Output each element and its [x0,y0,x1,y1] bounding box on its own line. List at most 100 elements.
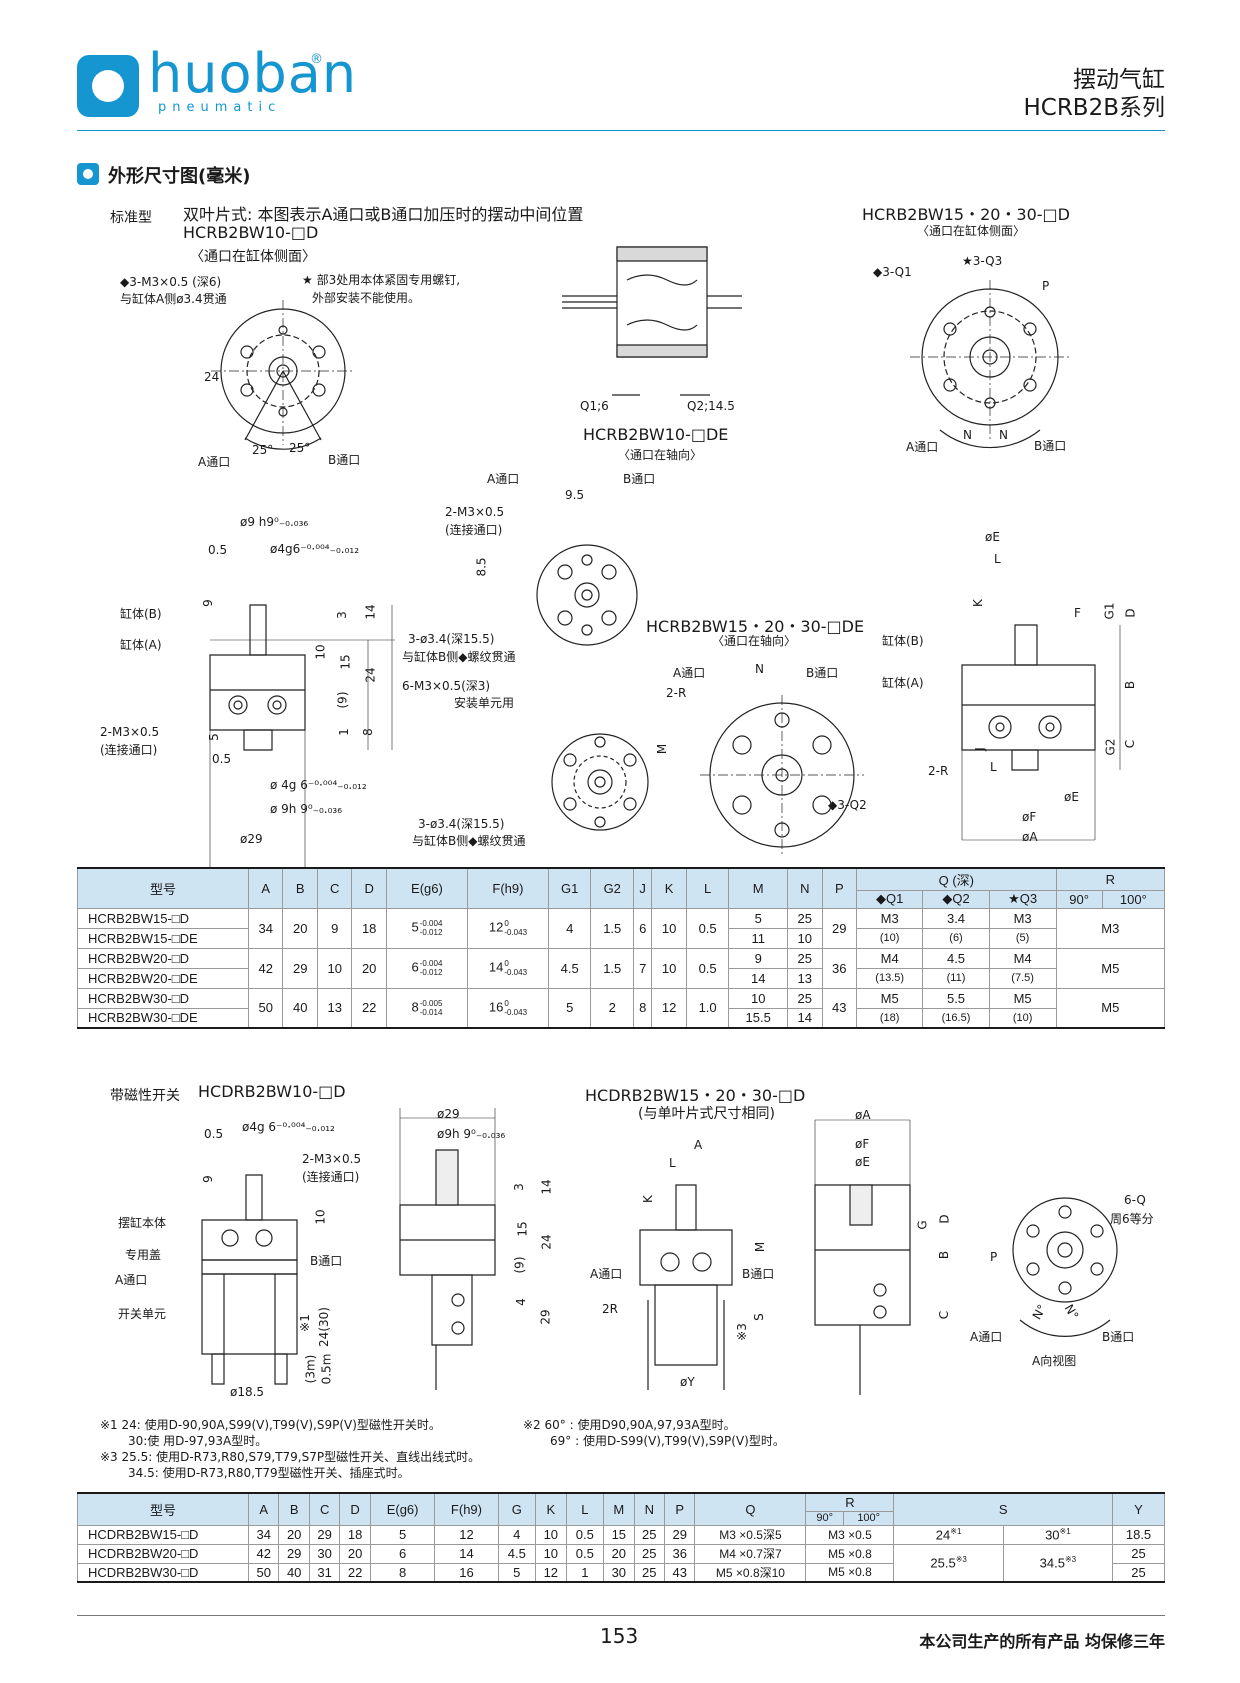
table-cell: M4 [988,947,1057,969]
col-header: S [893,1492,1114,1526]
col-subheader: 90° [805,1510,844,1526]
e-g6-cell: 8-0.005-0.014 [385,987,468,1029]
table-cell: (5) [988,927,1057,949]
table-cell: 12 [535,1562,567,1583]
model-cell: HCRB2BW15-□DE [77,927,249,949]
label-phiE-bottom: øE [1064,790,1079,804]
table-cell: 5 [547,987,592,1029]
s-cell: 34.5※3 [1002,1543,1114,1583]
col-header: F(h9) [466,867,549,909]
port-b-label-2: B通口 [1034,439,1067,453]
col-header: R [1055,867,1166,891]
table-cell: 25 [1112,1562,1165,1583]
cylinder-b-label-2: 缸体(B) [882,634,924,648]
table-cell: 31 [308,1562,341,1583]
logo-mark [77,55,139,117]
col-header: R [805,1492,895,1512]
col-header: C [308,1492,341,1526]
dim-phi9: ø9 h9⁰₋₀.₀₃₆ [240,515,309,529]
label-3phi34-sub: 与缸体B侧◆螺纹贯通 [402,650,516,664]
spec-table-standard: 型号 A B C D E(g6) F(h9) G1 G2 J K L M N P… [77,867,1166,1029]
label-phiE-top: øE [985,530,1000,544]
port-axial-note-2: 〈通口在轴向〉 [712,634,797,648]
tol-value: 16 [488,999,504,1015]
table-cell: 10 [535,1543,567,1564]
table-cell: 20 [351,947,387,989]
port-side-note-2: 〈通口在缸体侧面〉 [917,224,1026,238]
model-cell: HCRB2BW30-□D [77,987,249,1009]
table-cell: 29 [308,1524,341,1545]
label-conn: (连接通口) [100,743,158,757]
header-title-series: HCRB2B系列 [1023,95,1165,121]
col-header: C [316,867,353,909]
col-header: P [821,867,858,909]
note-2a: ※2 60° : 使用D90,90A,97,93A型时。 [523,1418,736,1432]
tolerance: -0.005-0.014 [419,998,443,1017]
table-cell: 25 [1112,1543,1165,1564]
warranty-text: 本公司生产的所有产品 均保修三年 [919,1632,1165,1651]
col-header: Q [694,1492,807,1526]
top-drawings-graphic [0,0,1240,860]
model-10-d: HCRB2BW10-□D [183,223,319,242]
label-2R: 2R [602,1302,618,1316]
table-cell: M5 [1055,987,1166,1029]
col-header: 型号 [77,867,249,909]
dim-05-mag: 0.5 [204,1127,224,1141]
table-cell: 8 [632,987,653,1029]
tol-value: 12 [488,919,504,935]
spec-table-magnetic: 型号 A B C D E(g6) F(h9) G K L M N P Q R S… [77,1492,1165,1583]
col-header: M [728,867,789,909]
table-cell: 25 [633,1562,666,1583]
tolerance: 0-0.043 [504,998,528,1017]
col-subheader: 100° [842,1510,895,1526]
table-cell: 14 [787,1007,823,1029]
label-F: F [1074,606,1081,620]
table-cell: M5 [1055,947,1166,989]
table-cell: 4.5 [497,1543,537,1564]
dim-05-bottom: 0.5 [212,752,232,766]
table-cell: 4 [497,1524,537,1545]
col-header: N [633,1492,666,1526]
table-cell: (16.5) [922,1007,990,1029]
label-L-top: L [994,552,1001,566]
col-header: J [632,867,653,909]
m3-note-sub: 与缸体A侧ø3.4贯通 [120,292,227,306]
note-1b: 30:使 用D-97,93A型时。 [128,1434,268,1448]
table-cell: 43 [821,987,858,1029]
model-cell: HCDRB2BW15-□D [77,1524,249,1545]
star-note: ★ 部3处用本体紧固专用螺钉, [302,273,461,287]
label-3q1: ◆3-Q1 [873,265,912,279]
model-15-d: HCRB2BW15・20・30-□D [862,205,1070,224]
col-header: E(g6) [385,867,468,909]
port-b-label-4: B通口 [806,666,839,680]
label-L-bottom: L [990,760,997,774]
label-n-left: N [963,428,972,442]
table-cell: M5 [988,987,1057,1009]
s-cell: 30※1 [1002,1524,1114,1545]
q2-label: Q2;14.5 [687,399,735,413]
label-phiY: øY [680,1375,695,1389]
port-a-label-1: A通口 [198,455,231,469]
e-g6-cell: 6-0.004-0.012 [385,947,468,989]
table-cell: 6 [369,1543,436,1564]
page-number: 153 [600,1624,639,1648]
bottom-drawings-graphic [0,0,1240,1420]
table-cell: 20 [339,1543,371,1564]
label-6m3: 6-M3×0.5(深3) [402,679,491,693]
table-cell: M5 ×0.8深10 [694,1562,807,1583]
label-n-right: N [999,428,1008,442]
table-cell: 22 [351,987,387,1029]
col-header: L [565,1492,605,1526]
label-A-arrow: A [694,1138,703,1152]
label-phiF: øF [1022,810,1037,824]
std-type-label: 标准型 [110,210,152,226]
table-cell: 30 [603,1562,635,1583]
table-cell: 7 [632,947,653,989]
table-cell: 1.0 [685,987,730,1029]
port-a-label-mag2: A通口 [590,1267,623,1281]
col-header: B [278,1492,310,1526]
